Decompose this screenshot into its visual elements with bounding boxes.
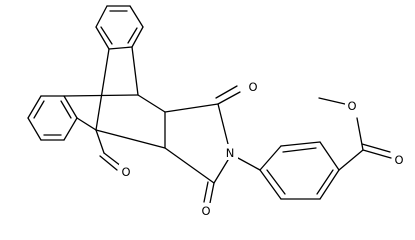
bond <box>213 159 229 184</box>
bond <box>131 26 144 48</box>
bond <box>27 117 42 141</box>
bond-inner <box>316 169 334 195</box>
label-bg <box>119 164 133 180</box>
label-bg <box>246 78 260 94</box>
structure-diagram: O N O O O O <box>27 5 406 219</box>
atom-o-ester-double: O <box>394 153 403 167</box>
atom-o-imide-top: O <box>248 80 257 94</box>
bond-inner <box>215 85 238 99</box>
bond <box>217 103 229 145</box>
label-bg <box>199 203 213 219</box>
atom-o-ester-single: O <box>347 99 356 113</box>
bond <box>319 169 340 200</box>
bond-inner <box>203 181 209 203</box>
bond <box>164 103 219 113</box>
atom-labels-group: O N O O O O <box>119 78 406 219</box>
bond <box>63 95 78 119</box>
bond <box>280 141 321 147</box>
bond <box>164 147 215 184</box>
bond <box>27 95 42 119</box>
bond <box>362 149 392 159</box>
bond <box>259 169 282 200</box>
bond-inner <box>361 143 391 153</box>
molecule-svg: O N O O O O <box>27 5 406 219</box>
label-bg <box>345 98 359 114</box>
bond <box>137 94 166 113</box>
bond <box>95 129 166 149</box>
bond <box>129 5 144 28</box>
bond <box>76 117 97 131</box>
bond <box>209 182 215 204</box>
bond <box>103 152 122 167</box>
bond <box>237 157 261 171</box>
label-bg <box>222 144 238 160</box>
bond <box>259 145 282 171</box>
bond <box>356 117 364 151</box>
label-bg <box>392 152 406 168</box>
bond <box>318 97 346 105</box>
bond-inner <box>282 147 317 153</box>
bond-inner <box>60 100 72 119</box>
bond <box>319 141 340 171</box>
bond <box>63 117 78 141</box>
bond-inner <box>99 155 118 171</box>
bond <box>95 5 108 28</box>
bond <box>63 94 139 97</box>
bond-inner <box>100 26 113 45</box>
bond <box>131 46 139 96</box>
bond-inner <box>266 169 286 195</box>
bond-inner <box>33 100 45 119</box>
bond <box>95 129 105 154</box>
bond <box>95 26 110 50</box>
bond <box>108 46 133 50</box>
atom-o-aldehyde: O <box>121 165 130 179</box>
bonds-group <box>27 5 392 204</box>
bond <box>217 91 241 105</box>
bond <box>95 48 110 131</box>
atom-o-imide-bottom: O <box>201 204 210 218</box>
bond-inner <box>127 27 138 44</box>
atom-n-imide: N <box>226 146 235 160</box>
bond <box>338 149 364 171</box>
